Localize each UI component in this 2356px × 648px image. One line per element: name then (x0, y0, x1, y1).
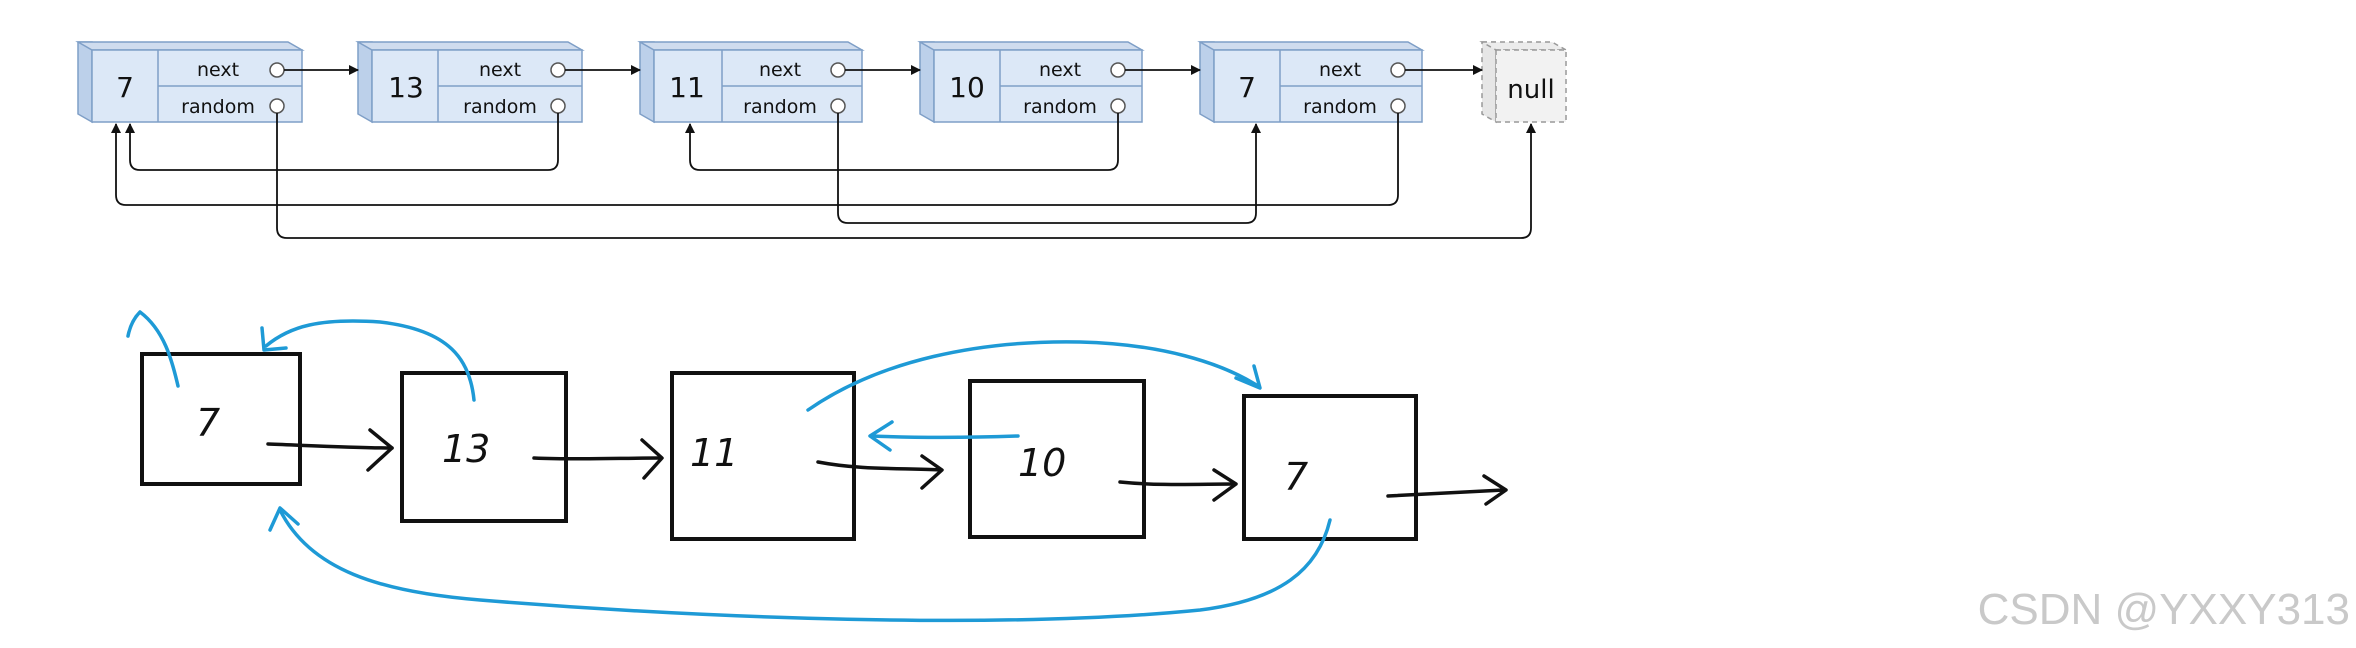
top-null-node: null (1479, 41, 1569, 124)
sketch-node-1 (140, 352, 302, 486)
top-node-1-next-port (269, 62, 285, 78)
random-arrow-5-to-1 (111, 113, 1399, 206)
top-node-1-next-label: next (197, 59, 239, 81)
sketch-next-5 (1386, 488, 1506, 498)
top-node-4: 10 next random (917, 41, 1145, 124)
sketch-random-1 (126, 310, 180, 388)
sketch-node-5 (1242, 394, 1418, 541)
top-node-5-random-port (1390, 98, 1406, 114)
sketch-boxes (140, 352, 1418, 541)
top-node-3-next-label: next (759, 59, 801, 81)
sketch-next-4 (1118, 480, 1236, 487)
top-node-4-random-label: random (1023, 96, 1097, 118)
top-node-1-value: 7 (116, 71, 134, 104)
top-null-label: null (1507, 75, 1554, 105)
sketch-next-1 (266, 442, 394, 450)
top-node-4-next-label: next (1039, 59, 1081, 81)
top-node-2-next-port (550, 62, 566, 78)
sketch-next-3 (816, 460, 942, 472)
top-node-2: 13 next random (355, 41, 585, 124)
sketch-node-3-value: 11 (690, 431, 738, 475)
sketch-next-2 (532, 456, 662, 461)
top-node-1-random-label: random (181, 96, 255, 118)
top-node-3-next-port (830, 62, 846, 78)
top-node-4-value: 10 (949, 71, 985, 104)
top-random-arrows (111, 113, 1536, 239)
top-node-5: 7 next random (1197, 41, 1425, 124)
sketch-node-2-value: 13 (442, 427, 490, 471)
top-node-1-random-port (269, 98, 285, 114)
top-node-3-value: 11 (669, 71, 705, 104)
top-node-5-next-port (1390, 62, 1406, 78)
top-node-2-random-port (550, 98, 566, 114)
random-arrow-2-to-1 (125, 113, 559, 171)
sketch-random-4 (870, 434, 1020, 440)
sketch-random-3 (806, 340, 1260, 412)
sketch-random-5 (278, 508, 1332, 623)
random-arrow-4-to-3 (685, 113, 1119, 171)
top-node-3-random-port (830, 98, 846, 114)
top-node-2-value: 13 (388, 71, 424, 104)
sketch-next-arrows (266, 428, 1508, 506)
top-node-4-random-port (1110, 98, 1126, 114)
sketch-node-1-value: 7 (196, 401, 220, 445)
top-node-5-next-label: next (1319, 59, 1361, 81)
sketch-random-arrows (126, 310, 1332, 623)
sketch-random-2 (264, 319, 476, 402)
sketch-node-4 (968, 379, 1146, 539)
watermark: CSDN @YXXY313 (1978, 585, 2350, 634)
random-arrow-3-to-5 (837, 113, 1261, 224)
top-node-4-next-port (1110, 62, 1126, 78)
top-node-5-value: 7 (1238, 71, 1256, 104)
top-node-1: 7 next random (75, 41, 305, 124)
top-node-5-random-label: random (1303, 96, 1377, 118)
top-node-3-random-label: random (743, 96, 817, 118)
top-node-2-next-label: next (479, 59, 521, 81)
sketch-node-5-value: 7 (1284, 455, 1308, 499)
random-arrow-1-to-null (276, 113, 1536, 239)
sketch-node-4-value: 10 (1018, 441, 1066, 485)
sketch-node-2 (400, 371, 568, 523)
top-node-3: 11 next random (637, 41, 865, 124)
top-node-2-random-label: random (463, 96, 537, 118)
sketch-node-3 (670, 371, 856, 541)
